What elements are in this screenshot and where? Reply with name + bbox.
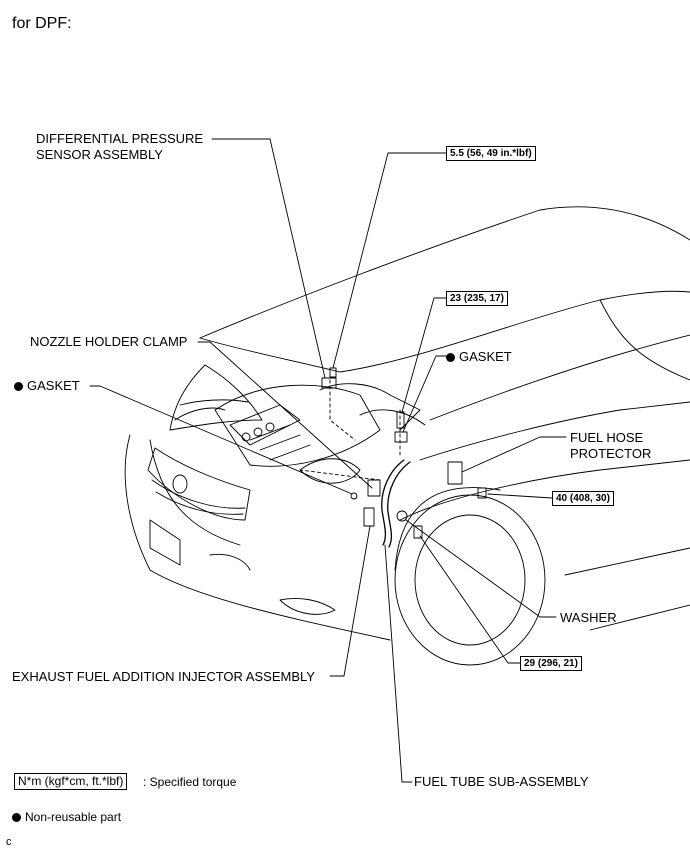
leader-tube-bolt	[419, 535, 521, 664]
grille	[147, 447, 251, 521]
front-bumper	[124, 434, 391, 641]
fuel-tube	[381, 459, 405, 546]
torque-sensor-bolt: 5.5 (56, 49 in.*lbf)	[446, 146, 536, 161]
upper-bolt	[396, 411, 405, 429]
leader-protector-bolt	[487, 493, 553, 499]
nonreusable-dot-icon	[446, 353, 455, 362]
label-gasket-left: GASKET	[14, 378, 80, 394]
label-fuel-hose-line2: PROTECTOR	[570, 446, 652, 461]
page-title: for DPF:	[12, 15, 72, 32]
label-washer: WASHER	[560, 610, 617, 625]
label-fuel-hose-line1: FUEL HOSE	[570, 430, 644, 445]
leader-gasket-left	[89, 385, 353, 495]
label-nozzle-holder-clamp: NOZZLE HOLDER CLAMP	[30, 334, 188, 349]
leader-sensor	[211, 138, 326, 379]
legend-nonreusable-text: Non-reusable part	[25, 810, 122, 824]
injector	[363, 507, 375, 527]
leader-injector	[329, 525, 371, 677]
front-wheel	[394, 494, 546, 666]
emblem	[172, 474, 188, 494]
leader-upper-bolt	[401, 297, 447, 413]
sensor-assembly	[321, 377, 337, 389]
headlight	[169, 364, 263, 431]
windshield-base	[429, 334, 690, 421]
leader-fuel-tube	[384, 544, 413, 783]
label-fuel-tube: FUEL TUBE SUB-ASSEMBLY	[414, 774, 589, 789]
torque-protector-bolt: 40 (408, 30)	[552, 491, 614, 506]
hood-outline	[199, 206, 690, 339]
label-exhaust-injector: EXHAUST FUEL ADDITION INJECTOR ASSEMBLY	[12, 669, 315, 684]
tube-bolt	[413, 525, 423, 539]
upper-gasket	[394, 431, 408, 443]
legend-torque-desc: : Specified torque	[143, 775, 237, 789]
engine-block	[214, 384, 381, 467]
label-gasket-right: GASKET	[446, 349, 512, 365]
protector-bolt	[477, 487, 487, 499]
nozzle-clamp	[367, 479, 381, 497]
leader-protector	[461, 436, 567, 473]
torque-upper-bolt: 23 (235, 17)	[446, 291, 508, 306]
leader-gasket-right	[402, 355, 447, 433]
label-diff-pressure-line2: SENSOR ASSEMBLY	[36, 147, 163, 162]
leader-sensor-bolt	[332, 152, 447, 369]
gasket-left-text: GASKET	[27, 378, 80, 393]
torque-tube-bolt: 29 (296, 21)	[520, 656, 582, 671]
figure-code: c	[6, 836, 12, 848]
label-diff-pressure-line1: DIFFERENTIAL PRESSURE	[36, 131, 204, 146]
leader-washer	[405, 519, 557, 618]
fuel-hose-protector	[447, 461, 463, 485]
leader-nozzle-clamp	[197, 341, 373, 489]
nonreusable-dot-icon	[12, 813, 21, 822]
gasket-small	[350, 492, 358, 500]
legend-nonreusable: Non-reusable part	[12, 809, 121, 825]
gasket-right-text: GASKET	[459, 349, 512, 364]
legend-torque-box: N*m (kgf*cm, ft.*lbf)	[14, 773, 128, 790]
washer-part	[396, 510, 408, 522]
fender-outline	[419, 401, 690, 461]
nonreusable-dot-icon	[14, 382, 23, 391]
